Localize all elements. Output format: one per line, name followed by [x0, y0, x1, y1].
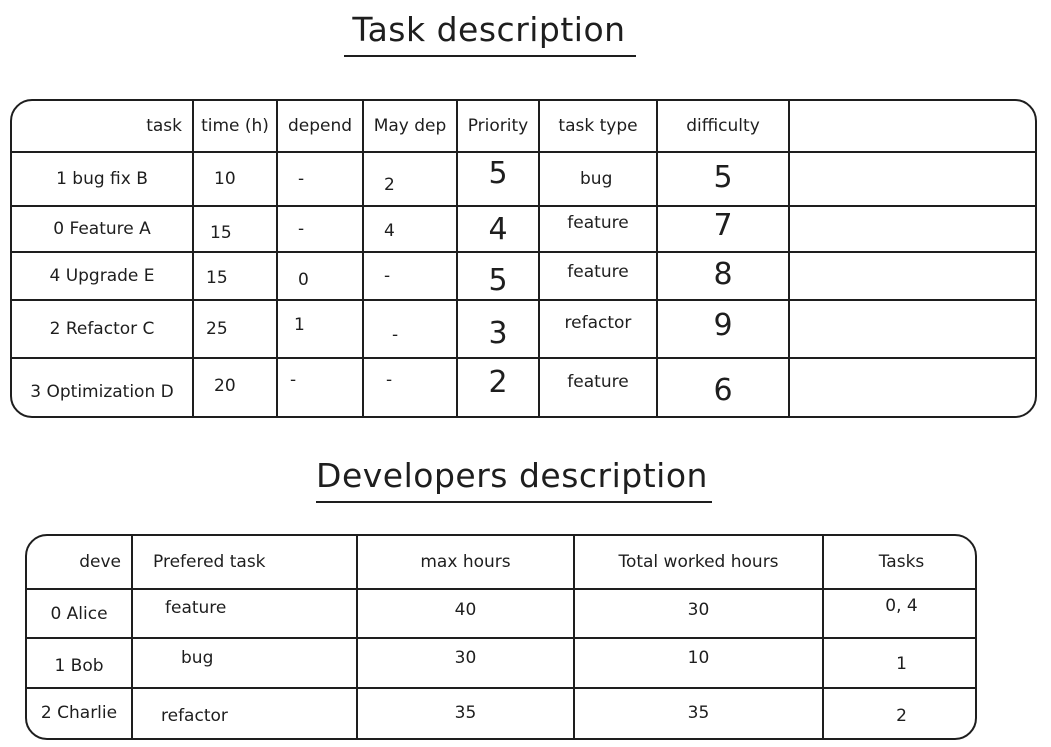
task-col-divider: [276, 101, 278, 416]
task-row-0-difficulty: 5: [713, 159, 733, 195]
task-row-3-extra: [790, 301, 1035, 357]
task-row-4-may-dep: -: [386, 370, 393, 390]
developers-description-title: Developers description: [312, 456, 712, 503]
dev-row-1-name: 1 Bob: [54, 656, 104, 676]
task-row-3-depend: 1: [294, 315, 305, 335]
task-row-1-may-dep: 4: [384, 221, 395, 241]
task-row-0-extra: [790, 153, 1035, 205]
task-col-divider: [656, 101, 658, 416]
dev-row-1-tasks: 1: [896, 654, 907, 674]
task-row-2-time: 15: [206, 268, 228, 288]
dev-row-0-tasks: 0, 4: [885, 595, 918, 616]
task-row-0-priority: 5: [488, 155, 508, 191]
task-row-1-time: 15: [210, 223, 232, 243]
dev-header-tasks: Tasks: [878, 552, 925, 572]
task-row-1-priority: 4: [488, 211, 508, 247]
developers-description-title-text: Developers description: [316, 456, 708, 495]
task-row-1-type: feature: [567, 213, 629, 233]
task-row-1-task: 0 Feature A: [53, 219, 151, 239]
dev-row-2-max: 35: [454, 703, 477, 723]
dev-row-2-tasks: 2: [896, 706, 907, 726]
developers-table: deve Prefered task max hours Total worke…: [25, 534, 977, 740]
task-row-divider: [12, 251, 1035, 253]
task-row-3-type: refactor: [564, 313, 632, 333]
task-header-difficulty: difficulty: [686, 116, 760, 136]
dev-header-preferred-task: Prefered task: [153, 552, 266, 572]
task-row-4-task: 3 Optimization D: [30, 382, 174, 402]
task-row-divider: [12, 357, 1035, 359]
task-header-priority: Priority: [467, 116, 529, 136]
task-row-2-type: feature: [567, 262, 629, 282]
task-row-divider: [12, 205, 1035, 207]
task-row-0-type: bug: [580, 169, 613, 189]
task-col-divider: [362, 101, 364, 416]
dev-header-total-worked: Total worked hours: [618, 552, 779, 572]
task-description-title-text: Task description: [352, 10, 626, 49]
task-row-2-difficulty: 8: [713, 256, 733, 292]
task-header-time: time (h): [201, 116, 269, 136]
dev-row-0-preferred: feature: [165, 597, 227, 618]
task-row-divider: [12, 299, 1035, 301]
task-row-3-difficulty: 9: [713, 307, 733, 343]
task-row-1-extra: [790, 207, 1035, 251]
task-row-4-extra: [790, 359, 1035, 413]
task-col-divider: [192, 101, 194, 416]
task-header-depend: depend: [287, 116, 353, 136]
task-row-0-depend: -: [298, 169, 305, 189]
task-header-task-type: task type: [558, 116, 638, 136]
task-row-2-depend: 0: [298, 270, 309, 290]
dev-row-divider: [27, 588, 975, 590]
dev-row-2-total: 35: [687, 703, 710, 723]
dev-row-divider: [27, 637, 975, 639]
task-description-title: Task description: [340, 10, 638, 57]
task-table: task time (h) depend May dep Priority ta…: [10, 99, 1037, 418]
task-header-may-dep: May dep: [373, 116, 447, 136]
dev-row-divider: [27, 687, 975, 689]
task-row-2-task: 4 Upgrade E: [49, 266, 155, 286]
dev-row-2-preferred: refactor: [161, 706, 228, 726]
dev-row-2-name: 2 Charlie: [40, 703, 118, 723]
task-row-3-may-dep: -: [392, 325, 399, 345]
dev-row-0-total: 30: [687, 599, 710, 620]
task-row-2-priority: 5: [488, 262, 508, 298]
dev-header-deve: deve: [79, 552, 121, 572]
task-row-2-extra: [790, 253, 1035, 299]
task-row-0-time: 10: [214, 169, 236, 189]
task-header-task: task: [146, 116, 182, 136]
dev-row-1-max: 30: [454, 648, 477, 668]
task-row-4-difficulty: 6: [713, 372, 733, 408]
task-row-3-time: 25: [206, 319, 228, 339]
task-col-divider: [788, 101, 790, 416]
dev-row-0-max: 40: [454, 599, 477, 620]
task-row-0-may-dep: 2: [384, 175, 395, 195]
task-title-underline: [344, 55, 636, 57]
task-row-4-depend: -: [290, 370, 297, 390]
task-col-divider: [456, 101, 458, 416]
task-header-extra: [790, 101, 1035, 151]
task-row-2-may-dep: -: [384, 266, 391, 286]
task-row-4-type: feature: [567, 372, 629, 392]
dev-row-1-total: 10: [687, 648, 710, 668]
task-col-divider: [538, 101, 540, 416]
task-row-4-time: 20: [214, 376, 236, 396]
task-row-1-depend: -: [298, 219, 305, 239]
task-row-3-task: 2 Refactor C: [49, 319, 155, 339]
dev-row-0-name: 0 Alice: [50, 603, 108, 624]
task-row-divider: [12, 151, 1035, 153]
dev-header-max-hours: max hours: [420, 552, 511, 572]
task-row-0-task: 1 bug fix B: [56, 169, 148, 189]
task-row-3-priority: 3: [488, 315, 508, 351]
task-row-1-difficulty: 7: [713, 207, 733, 243]
developers-title-underline: [316, 501, 712, 503]
task-row-4-priority: 2: [488, 364, 508, 400]
dev-row-1-preferred: bug: [181, 648, 214, 668]
